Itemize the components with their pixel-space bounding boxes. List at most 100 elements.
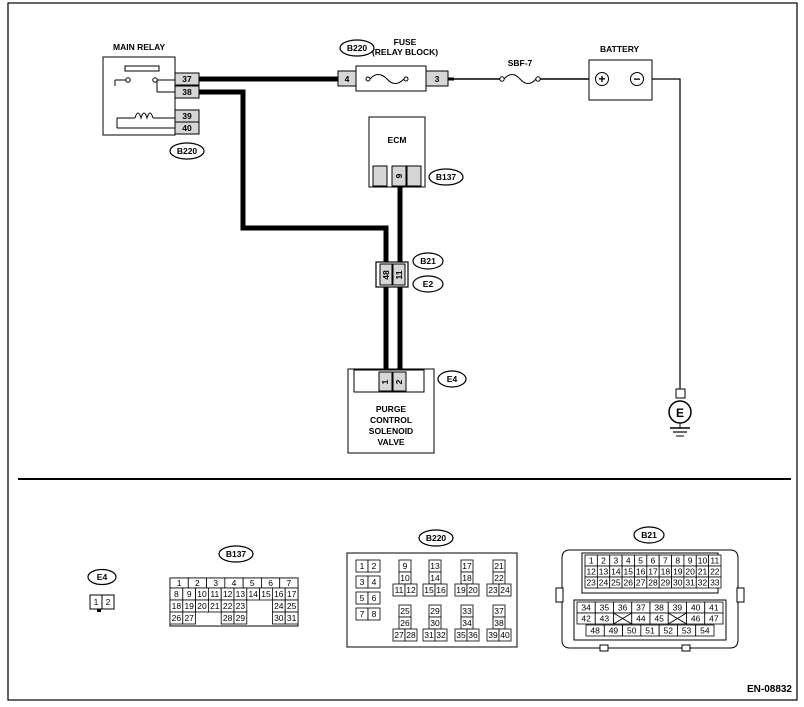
purge-control-solenoid-valve: 1 2 E4 PURGE CONTROL SOLENOID VALVE [347, 368, 467, 454]
connector-pin-number: 54 [700, 626, 710, 636]
connector-pin-number: 8 [174, 589, 179, 599]
connector-pin-number: 17 [648, 567, 658, 577]
relay-connector-badge [169, 142, 205, 160]
connector-pin-number: 10 [698, 556, 708, 566]
connector-pin-number: 15 [424, 585, 434, 595]
fuse-relay-block: B220 FUSE (RELAY BLOCK) 4 3 [337, 37, 454, 92]
connector-pin-number: 14 [430, 573, 440, 583]
b220-pin [367, 591, 381, 605]
connector-pin-number: 23 [586, 578, 596, 588]
joint-pin-label: 11 [394, 270, 404, 279]
relay-switch-contact [124, 65, 160, 72]
b220-pin [367, 575, 381, 589]
b220-pin [434, 628, 448, 642]
connector-pin-number: 20 [197, 601, 207, 611]
ecm-pin-label: 9 [394, 173, 404, 178]
connector-pin-number: 26 [400, 618, 410, 628]
b220-view-badge [418, 529, 454, 547]
joint-connector-badge-b21 [412, 252, 444, 270]
valve-connector-badge [437, 370, 467, 388]
valve-name-line: SOLENOID [369, 426, 413, 436]
connector-pin-number: 18 [462, 573, 472, 583]
relay-pin-label: 40 [182, 123, 192, 133]
connector-pin-number: 3 [614, 556, 619, 566]
connector-pin-number: 33 [710, 578, 720, 588]
connector-pin-number: 19 [184, 601, 194, 611]
fuse-pin-label: 3 [435, 74, 440, 84]
joint-connector-label: E2 [423, 279, 434, 289]
connector-pin-number: 43 [600, 614, 610, 624]
b137-view-name: B137 [226, 549, 247, 559]
connector-pin-number: 53 [682, 626, 692, 636]
connector-pin-number: 33 [462, 606, 472, 616]
connector-pin-number: 22 [494, 573, 504, 583]
valve-name-line: VALVE [377, 437, 404, 447]
connector-pin-number: 48 [590, 626, 600, 636]
relay-pin-label: 37 [182, 74, 192, 84]
connector-pin-number: 45 [654, 614, 664, 624]
b21-pin [704, 612, 724, 625]
battery-minus-sign: − [633, 72, 640, 86]
battery-body [588, 59, 653, 101]
relay-pin-label: 39 [182, 111, 192, 121]
relay-connector-label: B220 [177, 146, 198, 156]
connector-pin-number: 7 [360, 609, 365, 619]
connector-pin-number: 36 [468, 630, 478, 640]
connector-pin-number: 22 [223, 601, 233, 611]
connector-pin-number: 20 [468, 585, 478, 595]
connector-pin-number: 36 [618, 603, 628, 613]
connector-pin-number: 13 [236, 589, 246, 599]
connector-pin-number: 14 [611, 567, 621, 577]
valve-pin-label: 1 [380, 379, 390, 384]
connector-pin-number: 6 [651, 556, 656, 566]
valve-pin-label: 2 [394, 379, 404, 384]
joint-connector-label: B21 [420, 256, 436, 266]
connector-pin-number: 2 [601, 556, 606, 566]
connector-pin-number: 34 [462, 618, 472, 628]
connector-pin-number: 39 [673, 603, 683, 613]
connector-pin-number: 19 [673, 567, 683, 577]
sbf-element [503, 74, 537, 84]
connector-view-e4: E4 1 2 [87, 568, 117, 612]
connector-pin-number: 21 [210, 601, 220, 611]
connector-pin-number: 12 [586, 567, 596, 577]
connector-pin-number: 15 [261, 589, 271, 599]
connector-pin-number: 49 [609, 626, 619, 636]
connector-pin-number: 20 [685, 567, 695, 577]
b21-view-name: B21 [641, 530, 657, 540]
connector-pin-number: 16 [274, 589, 284, 599]
connector-pin-number: 27 [394, 630, 404, 640]
b21-pin [695, 624, 715, 637]
connector-pin-number: 10 [400, 573, 410, 583]
connector-pin-number: 9 [403, 561, 408, 571]
connector-pin-number: 51 [645, 626, 655, 636]
connector-pin-number: 7 [663, 556, 668, 566]
connector-pin-number: 38 [654, 603, 664, 613]
wire-battery-to-ground [652, 78, 681, 390]
connector-pin-number: 31 [685, 578, 695, 588]
connector-pin-number: 7 [286, 578, 291, 588]
fuse-body [355, 65, 427, 92]
connector-pin-number: 6 [268, 578, 273, 588]
connector-pin-number: 1 [589, 556, 594, 566]
connector-pin-number: 37 [636, 603, 646, 613]
connector-pin-number: 23 [236, 601, 246, 611]
e4-view-name: E4 [97, 572, 108, 582]
b21-view-badge [633, 526, 665, 544]
connector-pin-number: 11 [710, 556, 719, 566]
connector-pin-number: 34 [581, 603, 591, 613]
fuse-title: FUSE [394, 37, 417, 47]
connector-pin-number: 50 [627, 626, 637, 636]
connector-pin-number: 40 [500, 630, 510, 640]
connector-pin-number: 31 [287, 613, 297, 623]
ecm-pin-9 [391, 165, 407, 187]
main-relay-title: MAIN RELAY [113, 42, 165, 52]
connector-pin-number: 3 [213, 578, 218, 588]
connector-pin-number: 28 [406, 630, 416, 640]
connector-pin-number: 11 [395, 585, 404, 595]
outer-frame [7, 2, 798, 701]
b137-pin [233, 611, 248, 625]
connector-pin-number: 16 [636, 567, 646, 577]
